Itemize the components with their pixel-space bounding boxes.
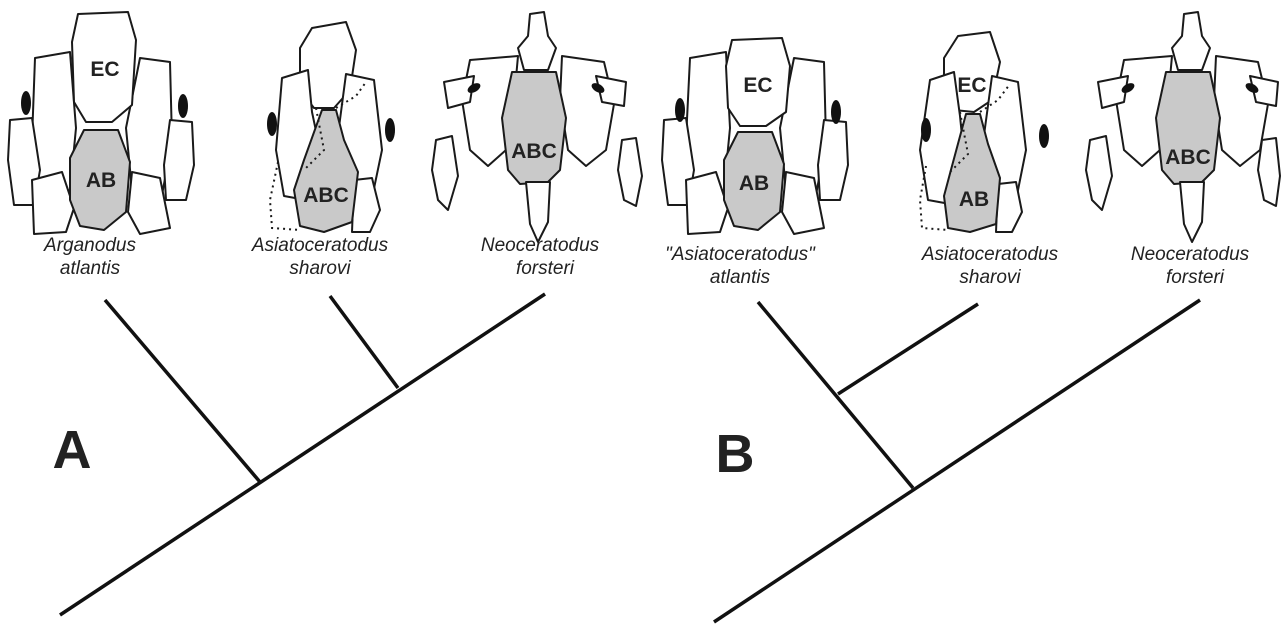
taxon-species: sharovi xyxy=(289,258,351,279)
taxon-genus: Arganodus xyxy=(43,235,136,256)
skull-arganodus-atlantis: EC AB xyxy=(8,12,194,234)
taxon-species: atlantis xyxy=(60,258,121,279)
bone-label-abc: ABC xyxy=(1165,146,1211,169)
bone-label-ec: EC xyxy=(957,74,986,97)
bone-label-abc: ABC xyxy=(511,140,557,163)
bone-label-ec: EC xyxy=(743,74,772,97)
taxon-genus: Asiatoceratodus xyxy=(251,235,389,256)
skull-neoceratodus-forsteri: ABC xyxy=(432,12,642,242)
taxon-genus: "Asiatoceratodus" xyxy=(665,244,816,265)
taxon-genus: Neoceratodus xyxy=(1131,244,1250,265)
skull-neoceratodus-forsteri-b: ABC xyxy=(1086,12,1280,242)
skull-asiatoceratodus-sharovi-b: EC AB xyxy=(920,32,1049,232)
panel-letter: A xyxy=(53,420,92,480)
taxon-species: forsteri xyxy=(1166,267,1225,288)
taxon-genus: Neoceratodus xyxy=(481,235,600,256)
taxon-species: forsteri xyxy=(516,258,575,279)
taxon-species: atlantis xyxy=(710,267,771,288)
bone-label-ab: AB xyxy=(959,188,989,211)
skull-asiatoceratodus-sharovi: ABC xyxy=(267,22,395,232)
taxon-genus: Asiatoceratodus xyxy=(921,244,1059,265)
panel-letter: B xyxy=(716,424,755,484)
bone-label-ec: EC xyxy=(90,58,119,81)
bone-label-ab: AB xyxy=(86,169,116,192)
bone-label-ab: AB xyxy=(739,172,769,195)
bone-label-abc: ABC xyxy=(303,184,349,207)
panel-b: EC AB "Asiatoceratodus" atlantis EC AB A… xyxy=(662,12,1280,622)
cladogram-a xyxy=(60,294,545,615)
taxon-species: sharovi xyxy=(959,267,1021,288)
cladogram-b xyxy=(714,300,1200,622)
skull-asiatoceratodus-atlantis: EC AB xyxy=(662,38,848,234)
panel-a: EC AB Arganodus atlantis ABC Asiatocerat… xyxy=(8,12,642,615)
